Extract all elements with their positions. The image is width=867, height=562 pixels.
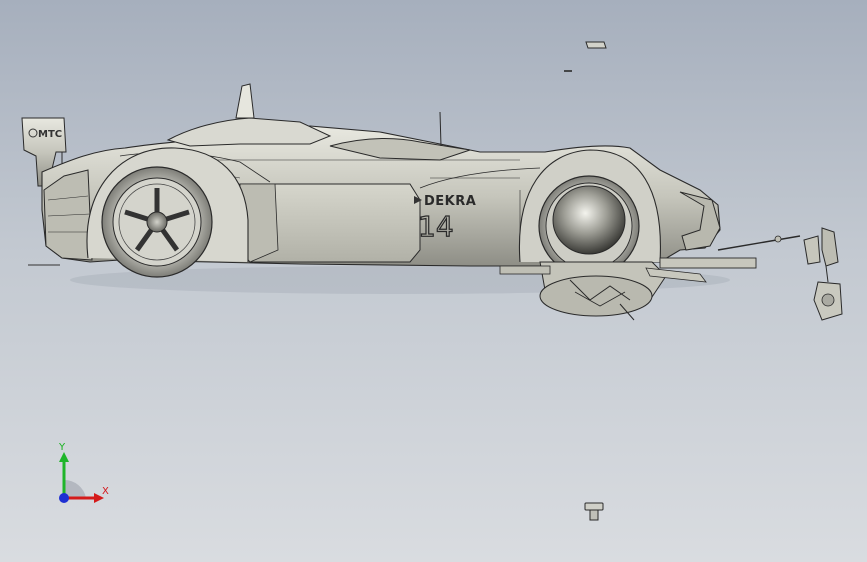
exploded-upright-part[interactable]	[803, 227, 843, 321]
sponsor-text: DEKRA	[424, 194, 476, 209]
coordinate-triad: Y X	[50, 440, 120, 510]
antenna	[439, 111, 442, 147]
exploded-bolt-part[interactable]	[584, 502, 604, 521]
dekra-livery: DEKRA 14	[414, 194, 476, 244]
z-axis-dot	[59, 493, 69, 503]
front-wheel[interactable]	[538, 175, 640, 277]
y-axis-label: Y	[59, 442, 66, 453]
x-axis-label: X	[102, 486, 109, 497]
front-suspension-assembly[interactable]	[499, 257, 757, 321]
wing-logo-text: MTC	[38, 129, 62, 140]
rear-wheel[interactable]	[101, 166, 213, 278]
race-number-text: 14	[418, 210, 454, 243]
front-pushrod	[717, 235, 801, 251]
front-hub-dome	[552, 185, 626, 255]
roll-hoop	[235, 83, 255, 119]
exploded-clip-part[interactable]	[564, 41, 607, 72]
